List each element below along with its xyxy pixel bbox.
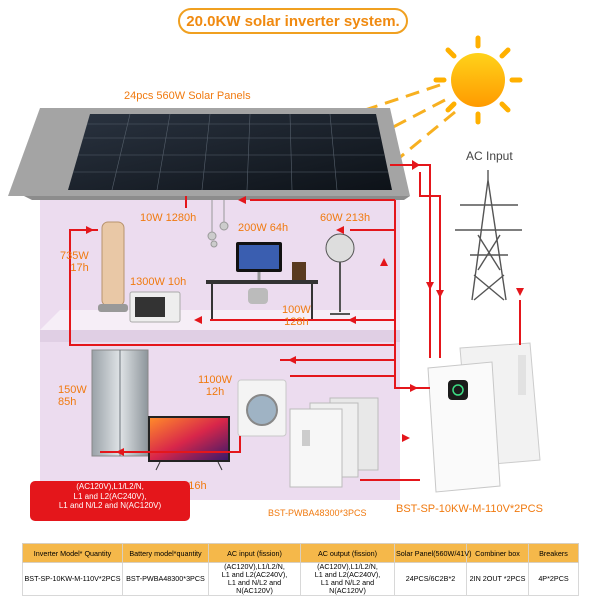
wiring-note-line: L1 and L2(AC240V),: [73, 491, 147, 501]
desk-with-monitor: [206, 242, 318, 320]
table-cell: 2IN 2OUT *2PCS: [466, 562, 529, 596]
wiring-lines: [69, 164, 521, 481]
table-header: AC output (fission): [300, 543, 395, 563]
page-title: 20.0KW solar inverter system.: [178, 8, 408, 34]
inverter-model-label: BST-SP-10KW-M-110V*2PCS: [396, 503, 543, 515]
flow-arrows: [86, 160, 524, 456]
table-header: Breakers: [528, 543, 579, 563]
table-cell: BST-PWBA48300*3PCS: [122, 562, 209, 596]
table-header: Inverter Model* Quantity: [22, 543, 123, 563]
inverter-unit-front: [427, 361, 501, 493]
speaker-load-label: 100W 128h: [282, 304, 311, 328]
tv-icon: [148, 416, 230, 471]
pedestal-fan-icon: [325, 233, 355, 315]
microwave-load-label: 1300W 10h: [130, 276, 187, 288]
monitor-load-label: 200W 64h: [238, 222, 289, 234]
washing-machine-icon: [237, 379, 287, 437]
power-tower-icon: [455, 170, 522, 301]
tower-fan-icon: [98, 221, 128, 312]
table-header: Solar Panel(560W/41V): [394, 543, 472, 563]
battery-model-label: BST-PWBA48300*3PCS: [268, 508, 367, 518]
light-load-label: 10W 1280h: [140, 212, 197, 224]
ceiling-light-icon: [207, 200, 229, 248]
solar-panel-array: [68, 113, 392, 191]
wiring-note-box: (AC120V),L1/L2/N, L1 and L2(AC240V), L1 …: [30, 481, 190, 521]
fridge-load-label: 150W 85h: [58, 384, 87, 408]
tower-fan-load-label: 735W 17h: [60, 250, 89, 274]
fan-load-label: 60W 213h: [320, 212, 371, 224]
table-cell: (AC120V),L1/L2/N, L1 and L2(AC240V), L1 …: [208, 562, 301, 596]
table-row: BST-SP-10KW-M-110V*2PCS BST-PWBA48300*3P…: [22, 562, 579, 596]
sun-icon: [433, 35, 523, 125]
spec-table: Inverter Model* Quantity Battery model*q…: [22, 543, 579, 596]
refrigerator-icon: [91, 349, 149, 457]
table-cell: BST-SP-10KW-M-110V*2PCS: [22, 562, 123, 596]
table-cell: (AC120V),L1/L2/N, L1 and L2(AC240V), L1 …: [300, 562, 395, 596]
table-cell: 4P*2PCS: [528, 562, 579, 596]
solar-panels-label: 24pcs 560W Solar Panels: [124, 90, 251, 102]
table-header: Battery model*quantity: [122, 543, 209, 563]
table-header: Combiner box: [466, 543, 529, 563]
wiring-note-line: (AC120V),L1/L2/N,: [76, 482, 144, 491]
battery-stack: [289, 397, 379, 488]
microwave-icon: [129, 291, 181, 323]
table-cell: 24PCS/6C2B*2: [394, 562, 467, 596]
table-header: AC input (fission): [208, 543, 301, 563]
wiring-note-line: L1 and N/L2 and N(AC120V): [58, 501, 162, 510]
washer-load-label: 1100W 12h: [198, 374, 233, 398]
table-header-row: Inverter Model* Quantity Battery model*q…: [22, 543, 579, 563]
ac-input-label: AC Input: [466, 149, 513, 163]
